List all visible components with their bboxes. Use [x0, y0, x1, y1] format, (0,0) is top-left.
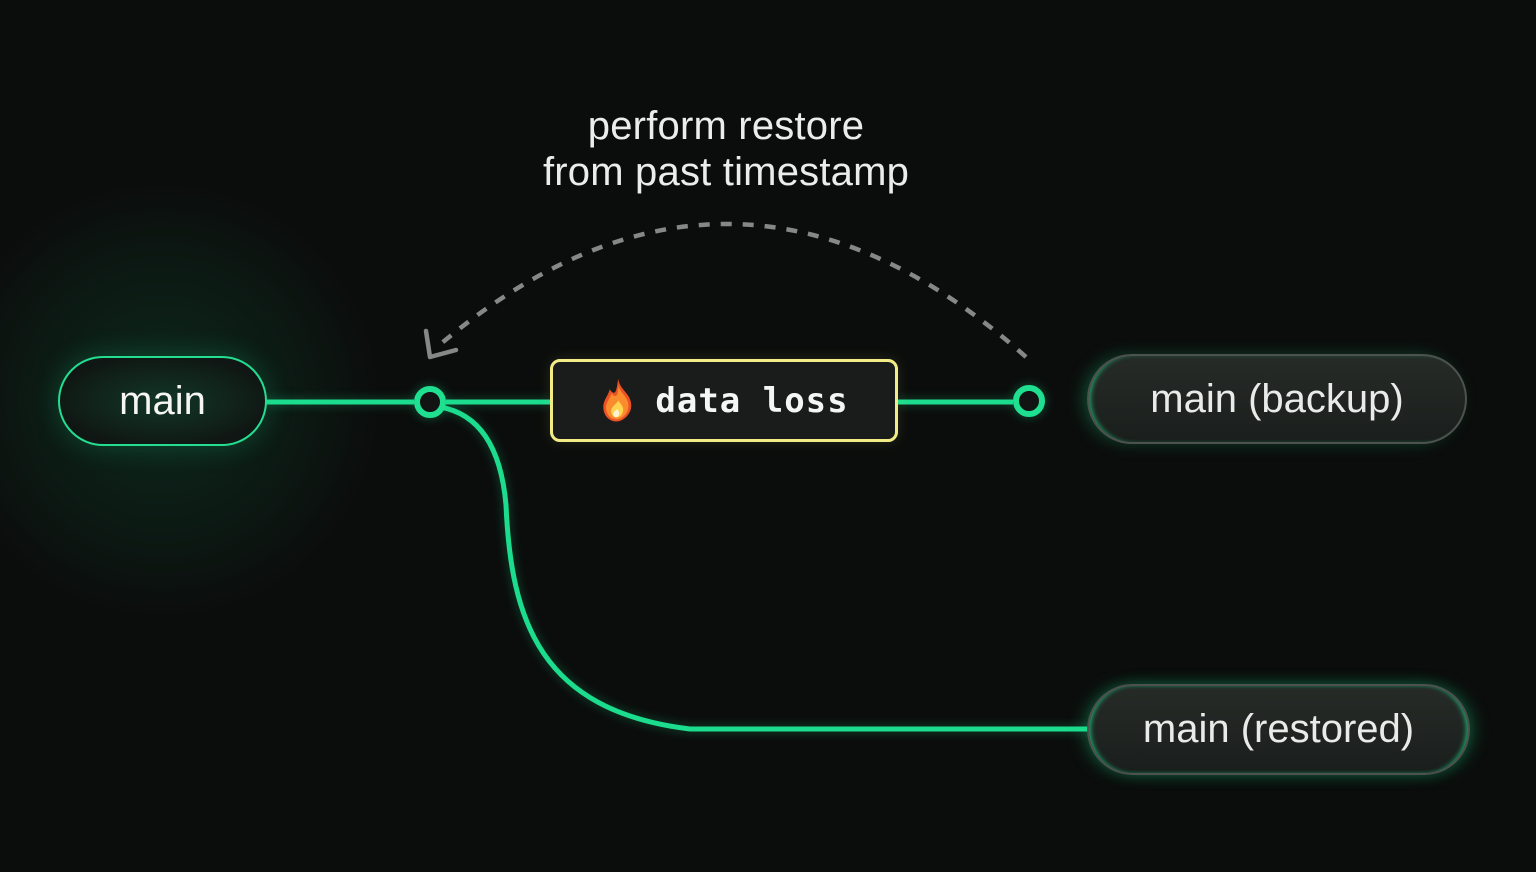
edge-junction-to-restored	[439, 404, 1089, 732]
commit-node-junction	[414, 386, 446, 418]
data-loss-label: data loss	[655, 380, 849, 421]
branch-node-restored-label: main (restored)	[1142, 707, 1415, 751]
data-loss-event-box: data loss	[550, 359, 898, 442]
restore-arc-arrowhead-icon	[423, 328, 459, 360]
restore-arc-dashed-line	[435, 221, 1028, 359]
branch-node-main-label: main	[119, 378, 206, 423]
commit-node-backup-point	[1013, 385, 1045, 417]
branch-node-backup-label: main (backup)	[1150, 376, 1404, 421]
restore-annotation-line2: from past timestamp	[542, 150, 910, 194]
restore-annotation: perform restore from past timestamp	[376, 103, 1076, 195]
branch-node-backup: main (backup)	[1087, 354, 1467, 444]
branch-node-main: main	[58, 356, 267, 446]
restore-annotation-line1: perform restore	[587, 104, 865, 148]
branch-node-restored: main (restored)	[1087, 684, 1470, 775]
fire-icon	[603, 378, 632, 422]
